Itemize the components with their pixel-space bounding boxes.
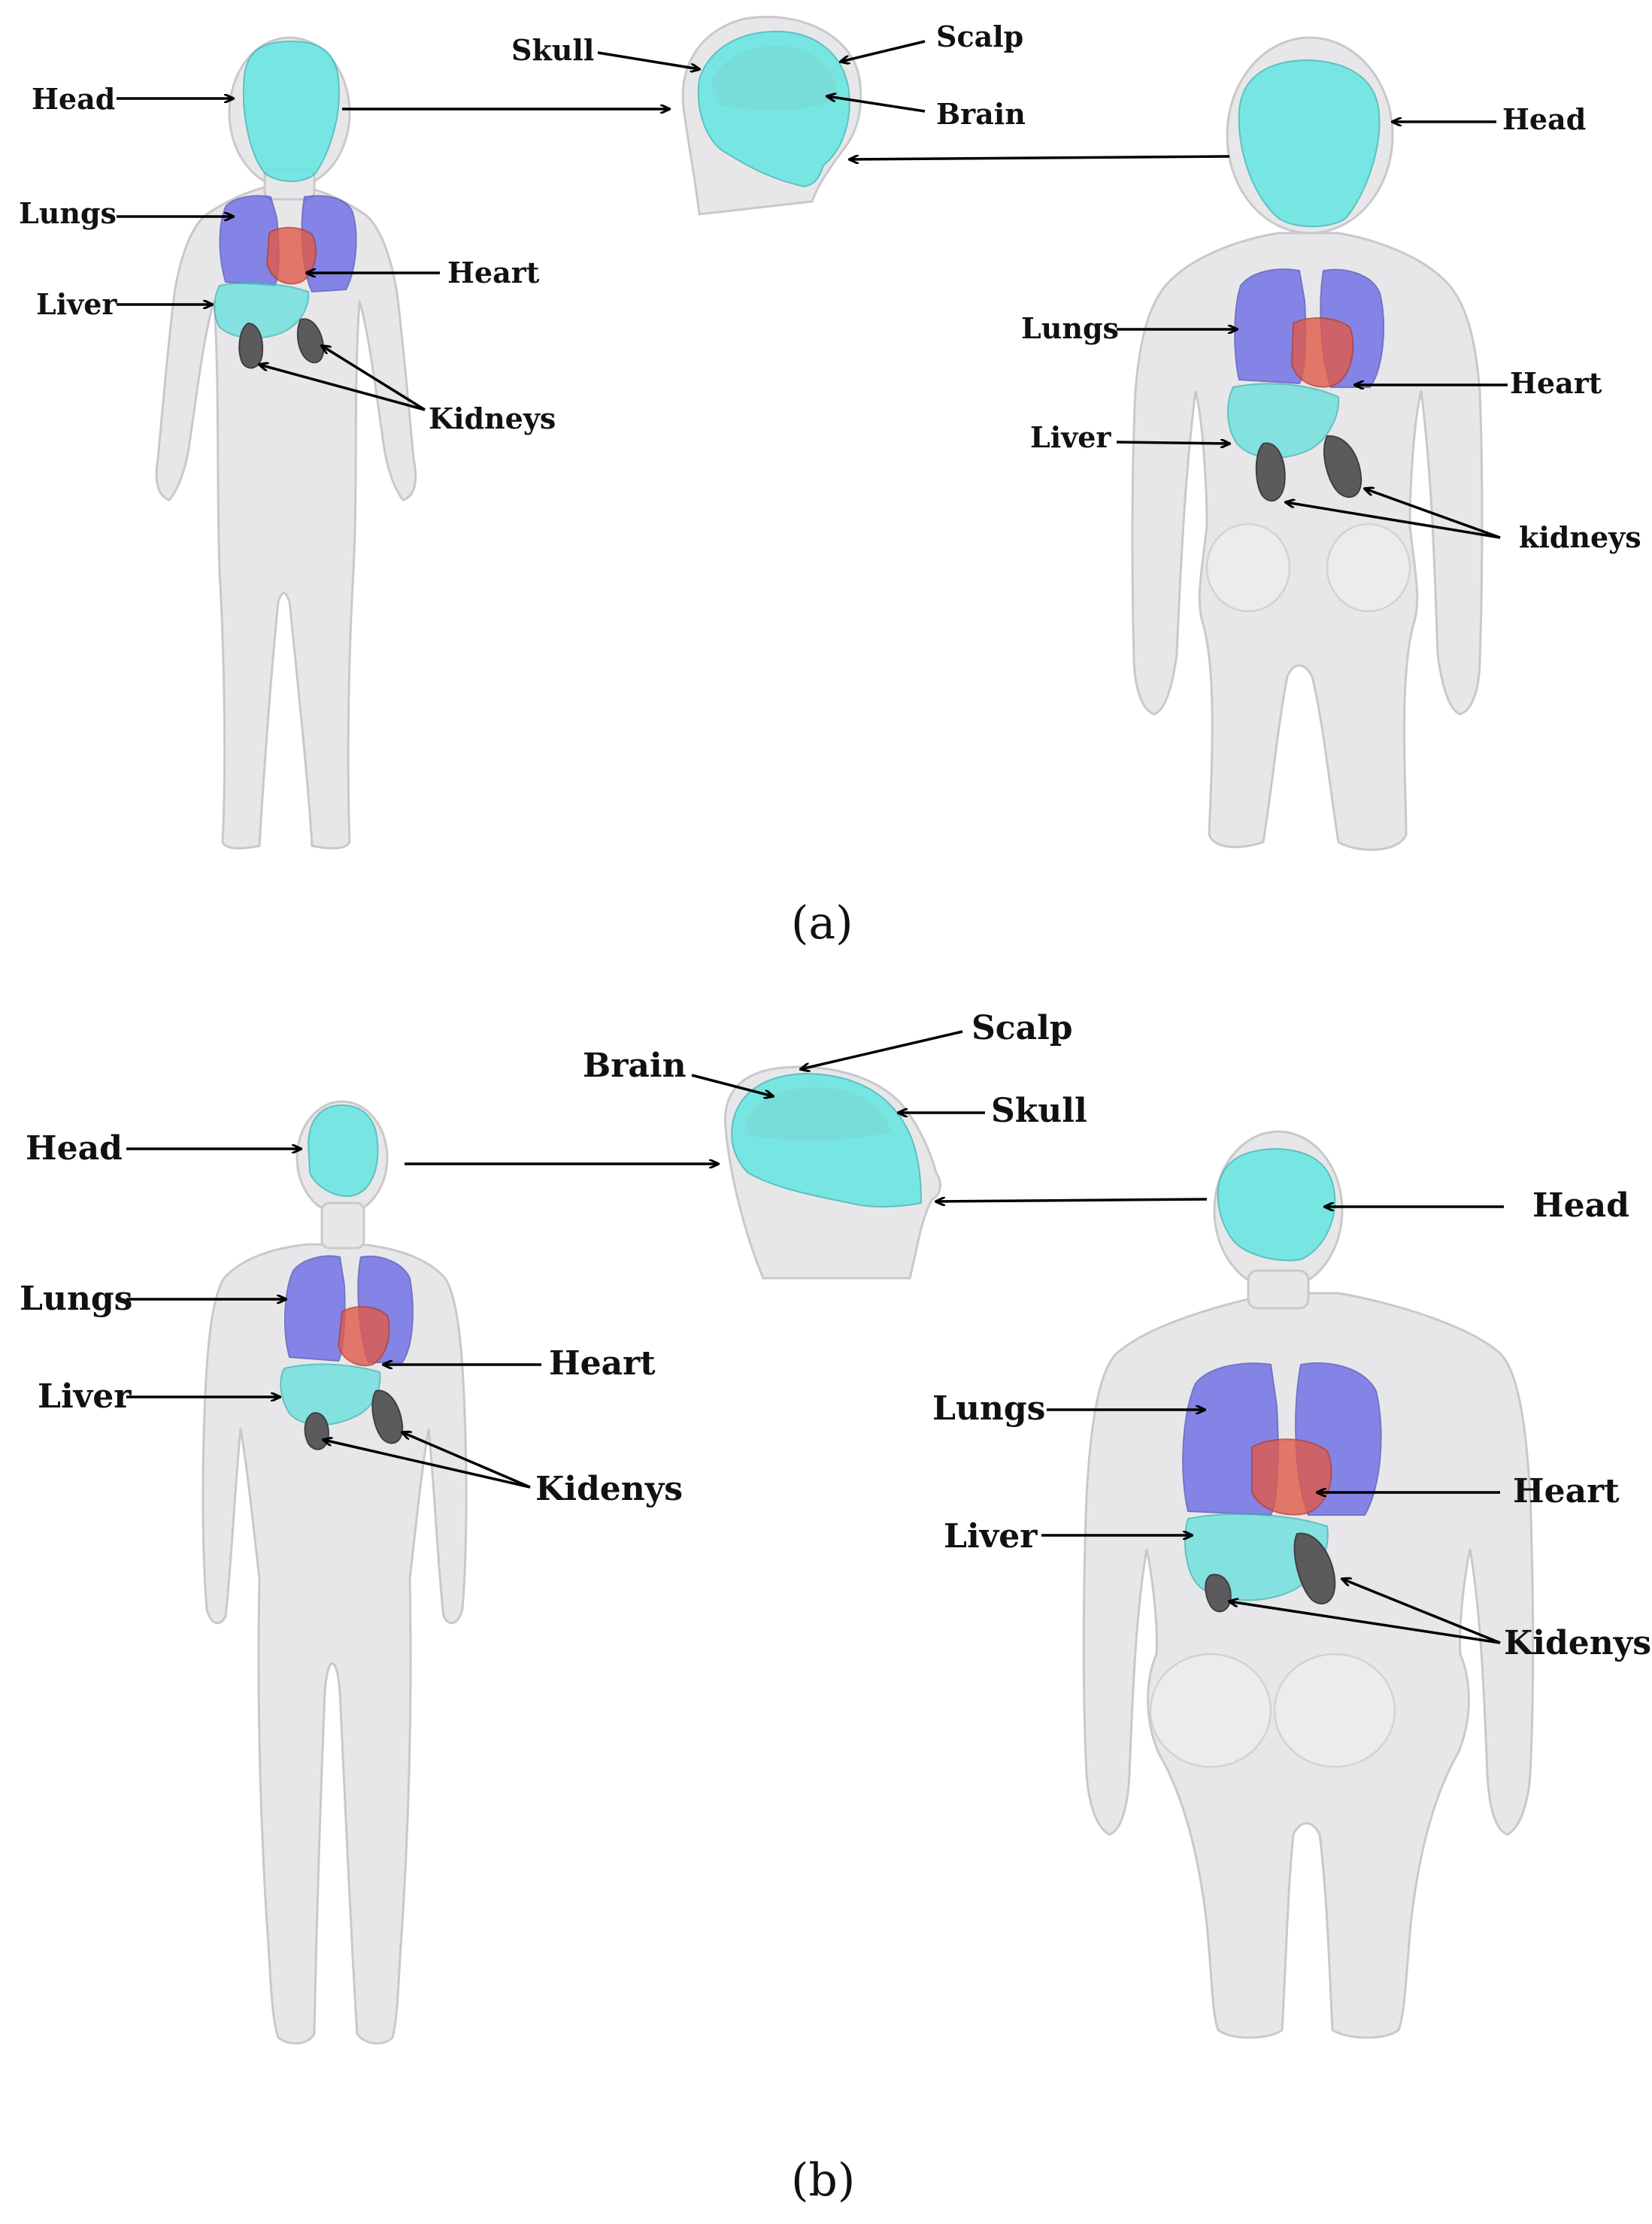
arrow-b-left-kidney-1 <box>323 1440 531 1489</box>
label-a-detail-scalp: Scalp <box>936 20 1023 53</box>
label-b-right-heart: Heart <box>1513 1472 1620 1510</box>
arrow-b-brain <box>691 1074 773 1096</box>
label-a-left-kidneys: Kidneys <box>429 401 556 435</box>
caption-b: (b) <box>791 2154 855 2207</box>
arrow-a-right-head-to-detail <box>850 156 1230 159</box>
label-a-detail-skull: Skull <box>511 33 594 67</box>
panel-b-labels: Head Lungs Liver Heart Kidenys Brain Sca… <box>20 1009 1651 2207</box>
label-a-right-liver: Liver <box>1030 420 1111 454</box>
arrow-a-skull <box>597 51 699 69</box>
label-a-left-lungs: Lungs <box>19 196 117 230</box>
label-b-right-kidneys: Kidenys <box>1504 1624 1651 1662</box>
arrow-b-left-kidney-2 <box>402 1432 531 1489</box>
label-a-right-lungs: Lungs <box>1021 311 1119 345</box>
arrow-a-right-kidney-2 <box>1365 489 1501 539</box>
label-a-left-heart: Heart <box>447 256 540 289</box>
arrow-a-right-liver <box>1116 442 1229 444</box>
label-b-left-liver: Liver <box>38 1377 132 1416</box>
label-b-right-liver: Liver <box>944 1517 1038 1556</box>
label-a-left-head: Head <box>32 82 115 116</box>
panel-a-head-detail <box>681 16 862 216</box>
arrow-b-right-head-to-detail <box>936 1199 1208 1201</box>
panel-b-head-detail <box>723 1065 941 1280</box>
label-b-left-heart: Heart <box>549 1344 656 1383</box>
panel-a: Head Lungs Liver Heart Kidneys Skull Sca… <box>19 16 1641 950</box>
arrow-a-brain <box>827 96 926 113</box>
arrow-a-right-kidney-1 <box>1286 502 1501 539</box>
arrow-a-left-kidney-2 <box>322 346 426 411</box>
caption-a: (a) <box>791 897 853 950</box>
label-b-detail-scalp: Scalp <box>971 1009 1073 1047</box>
panel-a-left-organs <box>214 40 357 369</box>
label-a-left-liver: Liver <box>36 287 117 321</box>
label-b-left-lungs: Lungs <box>20 1280 132 1318</box>
panel-b-right-organs <box>1182 1147 1382 1613</box>
arrow-a-scalp <box>841 40 926 62</box>
label-b-detail-skull: Skull <box>991 1092 1087 1130</box>
label-b-right-head: Head <box>1532 1186 1629 1225</box>
panel-a-leader-lines <box>117 40 1508 539</box>
arrow-b-right-kidney-1 <box>1229 1601 1501 1644</box>
panel-b-left-body-model <box>202 1100 468 2045</box>
label-b-right-lungs: Lungs <box>932 1389 1045 1428</box>
arrow-a-left-kidney-1 <box>259 365 426 411</box>
label-b-detail-brain: Brain <box>583 1047 687 1085</box>
panel-a-labels: Head Lungs Liver Heart Kidneys Skull Sca… <box>19 20 1641 950</box>
label-b-left-head: Head <box>26 1129 123 1168</box>
label-a-right-head: Head <box>1502 102 1586 136</box>
panel-b-leader-lines <box>126 1030 1504 1644</box>
panel-b: Head Lungs Liver Heart Kidenys Brain Sca… <box>20 1009 1651 2207</box>
panel-a-right-organs <box>1227 59 1385 502</box>
arrow-b-right-kidney-2 <box>1342 1579 1501 1644</box>
arrow-b-scalp <box>801 1030 963 1069</box>
label-a-right-kidneys: kidneys <box>1519 520 1641 554</box>
label-b-left-kidneys: Kidenys <box>535 1470 683 1508</box>
label-a-right-heart: Heart <box>1510 366 1602 400</box>
label-a-detail-brain: Brain <box>936 97 1026 131</box>
